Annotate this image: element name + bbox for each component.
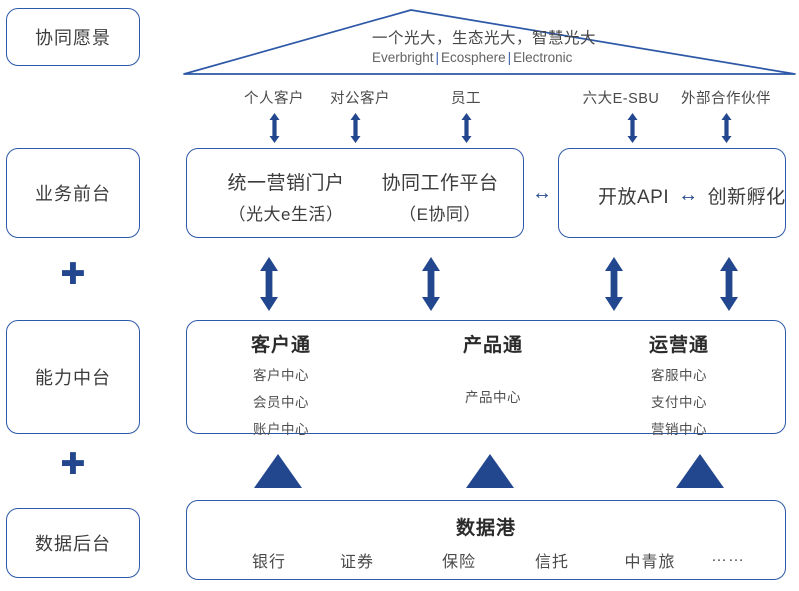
thin-double-arrow-3 bbox=[461, 113, 472, 143]
middle-platform-column-customer: 客户通 客户中心 会员中心 账户中心 bbox=[222, 330, 340, 438]
middle-column-operation-item-2: 支付中心 bbox=[651, 395, 707, 410]
front-cell-marketing-portal: 统一营销门户 （光大e生活） bbox=[216, 168, 356, 225]
front-cell-open-api-group: 开放API ↔ 创新孵化 bbox=[598, 182, 786, 209]
thin-double-arrow-5 bbox=[721, 113, 732, 143]
data-port-title: 数据港 bbox=[455, 518, 516, 539]
data-port-box: 数据港 银行 证券 保险 信托 中青旅 …… bbox=[186, 500, 786, 580]
vision-en-part-2: Ecosphere bbox=[441, 50, 506, 65]
middle-column-customer-title: 客户通 bbox=[250, 335, 311, 356]
vision-en-part-1: Everbright bbox=[372, 50, 434, 65]
audience-label-employee: 员工 bbox=[451, 91, 481, 107]
vision-text-block: 一个光大，生态光大，智慧光大 Everbright|Ecosphere|Elec… bbox=[372, 26, 702, 65]
front-cell-collab-platform-sub: （E协同） bbox=[399, 205, 481, 224]
middle-column-product-item-1 bbox=[434, 364, 552, 379]
vision-en-separator-1: | bbox=[435, 50, 440, 65]
layer-label-vision: 协同愿景 bbox=[6, 8, 140, 66]
data-port-item-bank: 银行 bbox=[251, 554, 287, 571]
middle-column-product-title: 产品通 bbox=[462, 335, 523, 356]
middle-column-customer-item-1: 客户中心 bbox=[253, 368, 309, 383]
front-cell-marketing-portal-title: 统一营销门户 bbox=[227, 173, 345, 194]
data-port-item-ellipsis: …… bbox=[711, 548, 745, 565]
audience-label-personal-customer: 个人客户 bbox=[244, 91, 304, 107]
audience-label-six-esbu: 六大E-SBU bbox=[582, 91, 660, 107]
open-api-connector-arrow-icon: ↔ bbox=[678, 184, 699, 206]
front-cell-collab-platform: 协同工作平台 （E协同） bbox=[370, 168, 510, 225]
layer-label-data-backend: 数据后台 bbox=[6, 508, 140, 578]
front-cell-open-api-label: 开放API bbox=[598, 187, 670, 208]
layer-label-data-backend-text: 数据后台 bbox=[35, 534, 111, 554]
middle-column-customer-item-3: 账户中心 bbox=[253, 422, 309, 437]
up-triangle-3 bbox=[676, 454, 724, 488]
middle-column-operation-item-1: 客服中心 bbox=[651, 368, 707, 383]
middle-column-customer-item-2: 会员中心 bbox=[253, 395, 309, 410]
vision-en-part-3: Electronic bbox=[513, 50, 573, 65]
front-stage-connector-arrow-icon: ↔ bbox=[532, 182, 553, 204]
data-port-item-trust: 信托 bbox=[534, 554, 570, 571]
audience-label-external-partner: 外部合作伙伴 bbox=[681, 91, 771, 107]
middle-column-product-item-2: 产品中心 bbox=[465, 390, 521, 405]
up-triangle-1 bbox=[254, 454, 302, 488]
vision-slogan-en: Everbright|Ecosphere|Electronic bbox=[372, 50, 702, 65]
thin-double-arrow-4 bbox=[627, 113, 638, 143]
vision-en-separator-2: | bbox=[507, 50, 512, 65]
layer-label-middle-platform-text: 能力中台 bbox=[35, 368, 111, 388]
layer-label-front-stage: 业务前台 bbox=[6, 148, 140, 238]
layer-label-middle-platform: 能力中台 bbox=[6, 320, 140, 434]
vision-triangle-icon bbox=[183, 9, 796, 75]
middle-column-operation-title: 运营通 bbox=[648, 335, 709, 356]
front-stage-right-box bbox=[558, 148, 786, 238]
plus-separator-1: ✚ bbox=[60, 258, 86, 291]
front-stage-left-box bbox=[186, 148, 524, 238]
front-cell-marketing-portal-sub: （光大e生活） bbox=[228, 205, 344, 224]
front-cell-innovation-label: 创新孵化 bbox=[707, 187, 786, 208]
thick-double-arrow-3 bbox=[605, 257, 623, 311]
middle-column-operation-item-3: 营销中心 bbox=[651, 422, 707, 437]
audience-label-corporate-customer: 对公客户 bbox=[330, 91, 390, 107]
thin-double-arrow-2 bbox=[350, 113, 361, 143]
vision-slogan-cn: 一个光大，生态光大，智慧光大 bbox=[372, 30, 597, 47]
thin-double-arrow-1 bbox=[269, 113, 280, 143]
layer-label-vision-text: 协同愿景 bbox=[35, 28, 111, 48]
thick-double-arrow-2 bbox=[422, 257, 440, 311]
middle-platform-column-operation: 运营通 客服中心 支付中心 营销中心 bbox=[620, 330, 738, 438]
data-port-item-securities: 证券 bbox=[339, 554, 375, 571]
plus-separator-2: ✚ bbox=[60, 448, 86, 481]
middle-platform-column-product: 产品通 产品中心 bbox=[434, 330, 552, 428]
middle-platform-box bbox=[186, 320, 786, 434]
data-port-item-cyts: 中青旅 bbox=[624, 554, 676, 571]
middle-column-product-item-3 bbox=[434, 413, 552, 428]
front-cell-collab-platform-title: 协同工作平台 bbox=[381, 173, 499, 194]
thick-double-arrow-4 bbox=[720, 257, 738, 311]
data-port-item-insurance: 保险 bbox=[441, 554, 477, 571]
thick-double-arrow-1 bbox=[260, 257, 278, 311]
up-triangle-2 bbox=[466, 454, 514, 488]
layer-label-front-stage-text: 业务前台 bbox=[35, 184, 111, 204]
front-stage-boxes-connector: ↔ bbox=[532, 182, 553, 205]
